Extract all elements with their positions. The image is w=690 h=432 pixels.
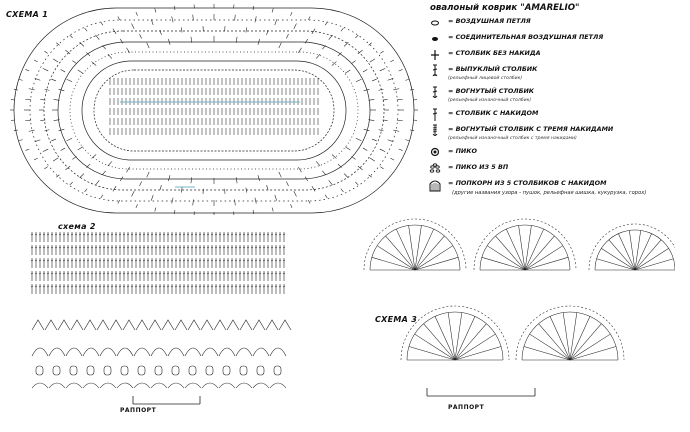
back-post-icon [428,86,442,100]
legend-item: = ВЫПУКЛЫЙ СТОЛБИК (рельефный лицевой сто… [428,64,686,84]
front-post-icon [428,64,442,78]
scheme-1-label: СХЕМА 1 [6,10,49,19]
scheme-2-label: схема 2 [58,222,96,231]
legend-sub: (рельефный изнаночный столбик) [448,98,532,103]
scheme-1-oval-diagram [10,4,418,215]
back-post-treble-icon [428,124,442,138]
legend-item: = ВОЗДУШНАЯ ПЕТЛЯ [428,16,686,30]
legend-sub: (рельефный лицевой столбик) [448,76,523,81]
legend-item: = СТОЛБИК С НАКИДОМ [428,108,686,122]
popcorn-note: (другие названия узора - пушок, рельефна… [452,190,647,196]
legend-label: = СОЕДИНИТЕЛЬНАЯ ВОЗДУШНАЯ ПЕТЛЯ [448,33,604,41]
legend-item: = ВОГНУТЫЙ СТОЛБИК С ТРЕМЯ НАКИДАМИ (рель… [428,124,686,144]
picot-icon [428,146,442,160]
raport-label-scheme-3: РАППОРТ [448,404,485,411]
chain-stitch-icon [428,16,442,30]
legend-item: = ВОГНУТЫЙ СТОЛБИК (рельефный изнаночный … [428,86,686,106]
legend: = ВОЗДУШНАЯ ПЕТЛЯ = СОЕДИНИТЕЛЬНАЯ ВОЗДУ… [428,16,686,194]
legend-label: = ВОГНУТЫЙ СТОЛБИК [448,87,535,95]
scheme-2-rows-diagram [30,232,292,405]
legend-label: = СТОЛБИК БЕЗ НАКИДА [448,49,541,57]
double-crochet-icon [428,108,442,122]
single-crochet-icon [428,48,442,62]
legend-label: = ВЫПУКЛЫЙ СТОЛБИК [448,65,538,73]
legend-label: = ПИКО ИЗ 5 ВП [448,163,509,171]
legend-label: = ПОПКОРН ИЗ 5 СТОЛБИКОВ С НАКИДОМ [448,179,607,187]
legend-item: = СТОЛБИК БЕЗ НАКИДА [428,48,686,62]
picot-5ch-icon [428,162,442,176]
legend-label: = ВОЗДУШНАЯ ПЕТЛЯ [448,17,531,25]
legend-item: = ПОПКОРН ИЗ 5 СТОЛБИКОВ С НАКИДОМ [428,178,686,192]
legend-item: = ПИКО ИЗ 5 ВП [428,162,686,176]
legend-item: = ПИКО [428,146,686,160]
diagram-title: овалоный коврик "AMARELIO" [430,3,580,13]
legend-sub: (рельефный изнаночный столбик с тремя на… [448,136,577,141]
legend-label: = ВОГНУТЫЙ СТОЛБИК С ТРЕМЯ НАКИДАМИ [448,125,614,133]
slip-stitch-icon [428,32,442,46]
scheme-3-label: СХЕМА 3 [375,315,418,324]
raport-label-scheme-2: РАППОРТ [120,407,157,414]
scheme-3-fans-diagram [363,218,675,397]
popcorn-icon [428,178,442,192]
legend-item: = СОЕДИНИТЕЛЬНАЯ ВОЗДУШНАЯ ПЕТЛЯ [428,32,686,46]
legend-label: = СТОЛБИК С НАКИДОМ [448,109,539,117]
legend-label: = ПИКО [448,147,477,155]
